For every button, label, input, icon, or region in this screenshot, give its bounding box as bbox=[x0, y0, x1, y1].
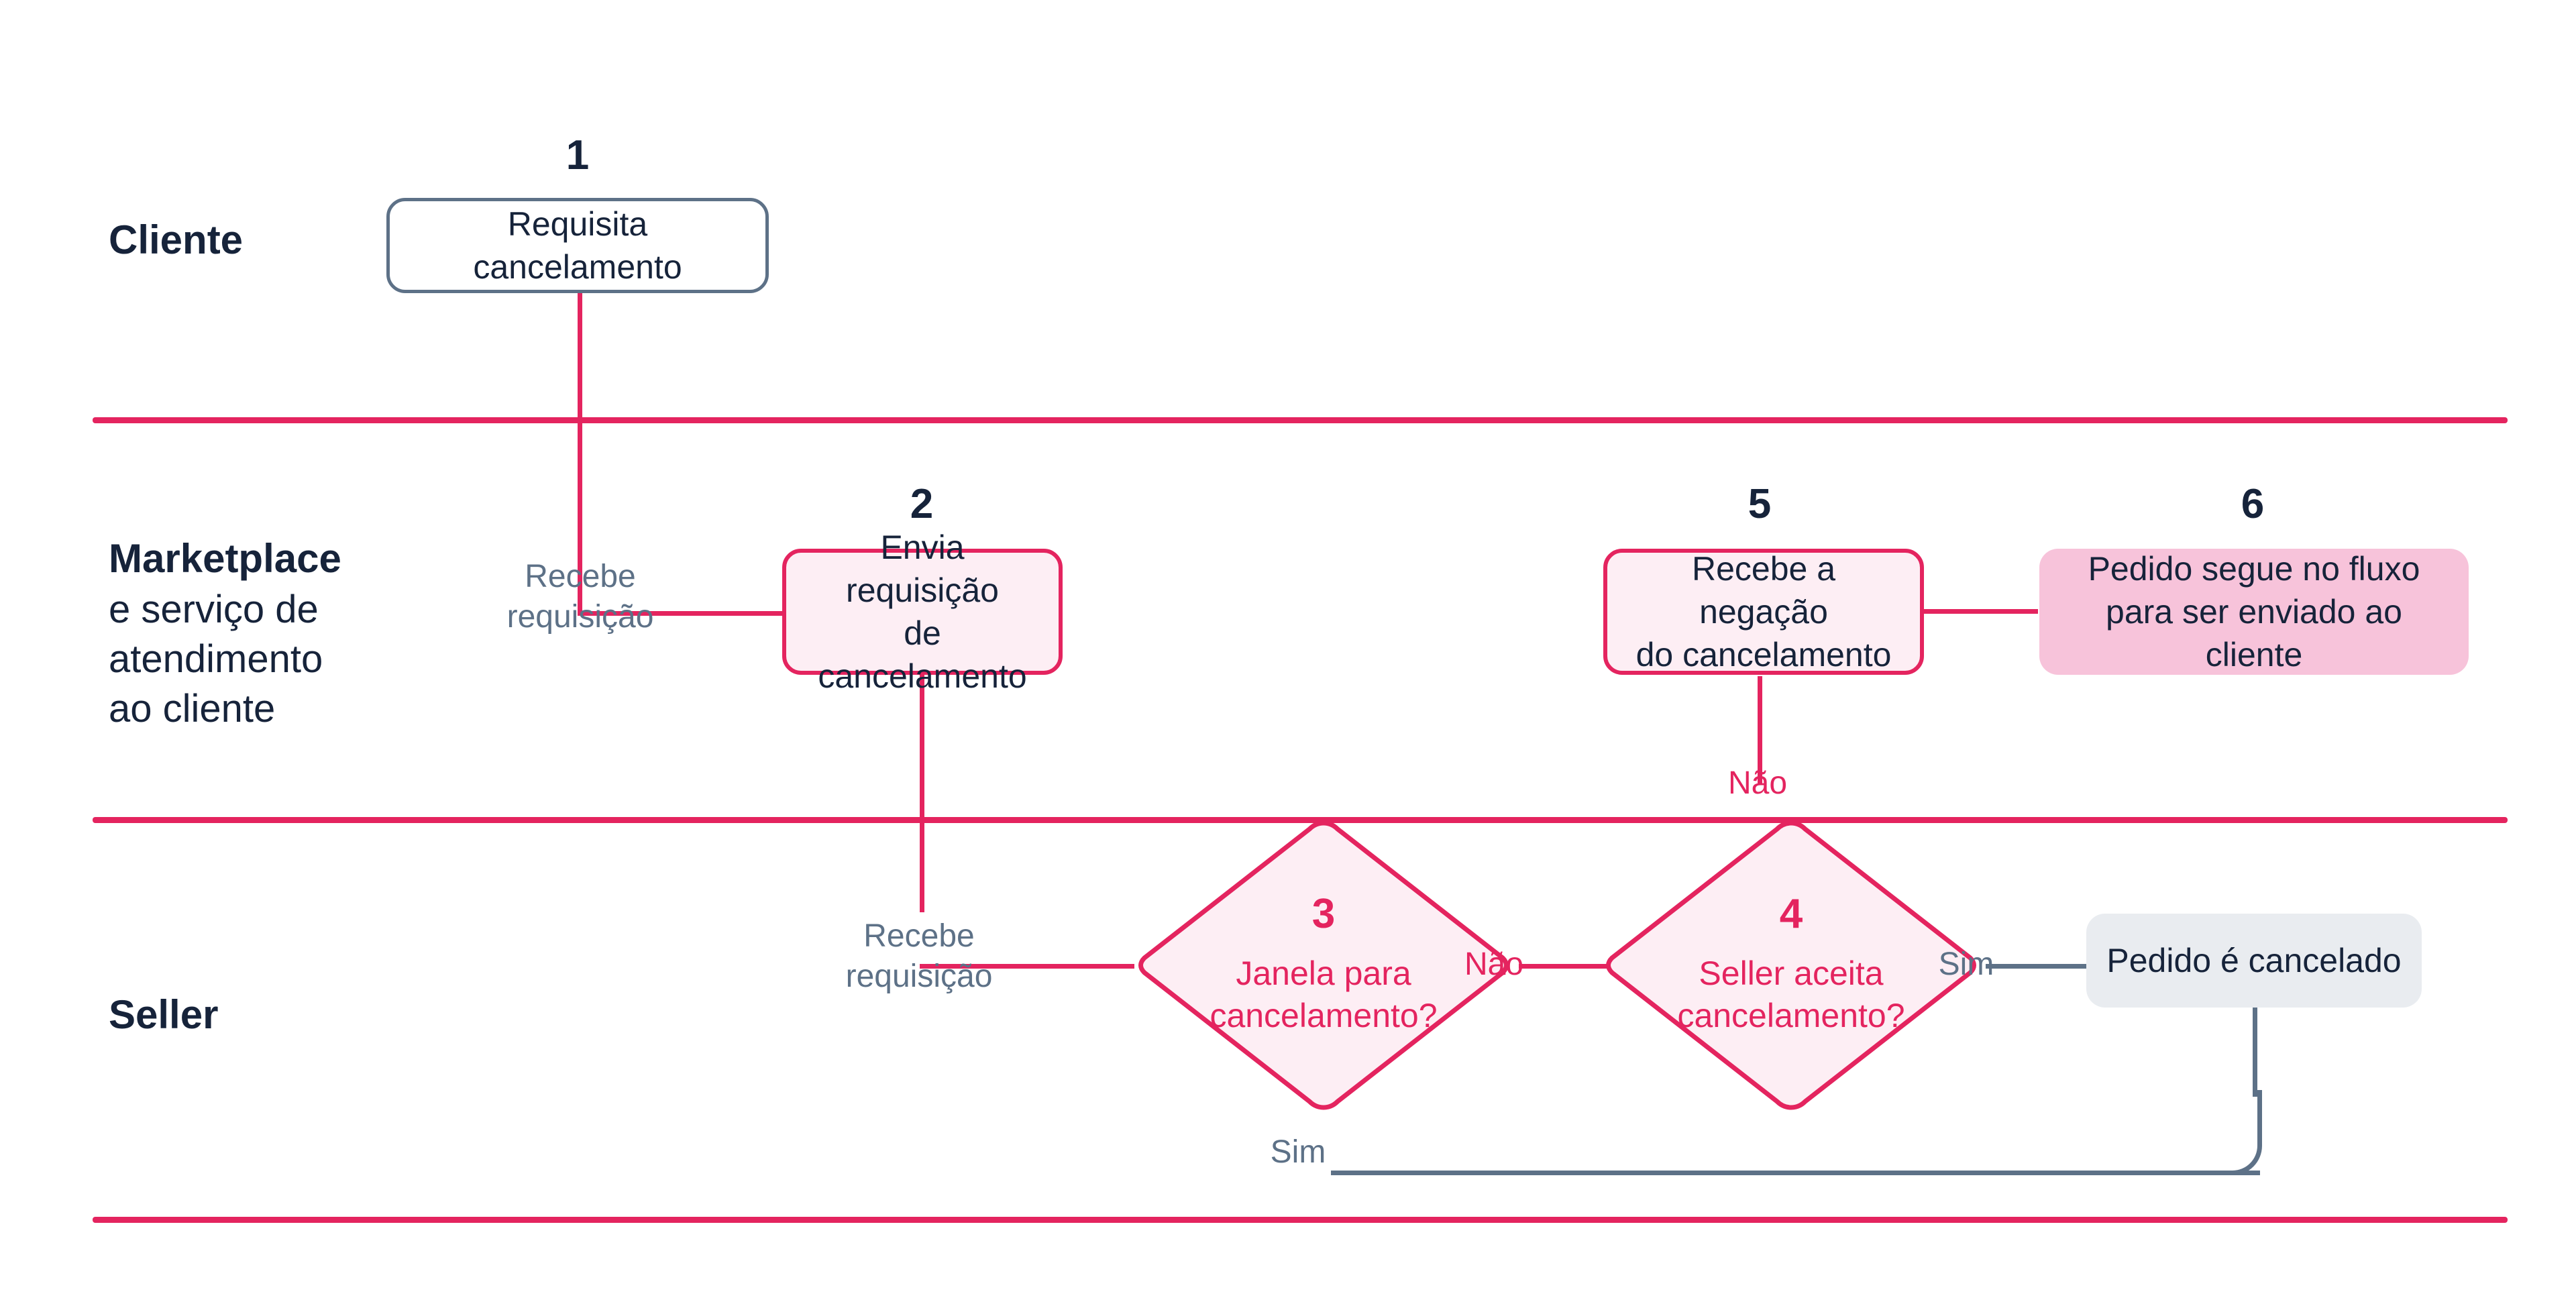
lane-title-marketplace-strong: Marketplace bbox=[109, 536, 341, 581]
edge-label-sim-n3-n7: Sim bbox=[1270, 1134, 1326, 1170]
connector-n3-to-n4 bbox=[1519, 964, 1653, 969]
node-pedido-segue-fluxo[interactable]: Pedido segue no fluxo para ser enviado a… bbox=[2039, 549, 2469, 675]
node-label-1: Requisita cancelamento bbox=[473, 205, 682, 286]
edge-label-nao-n4-n5: Não bbox=[1727, 765, 1788, 801]
node-label-2: Envia requisição de cancelamento bbox=[818, 529, 1027, 695]
lane-title-marketplace: Marketplace e serviço de atendimento ao … bbox=[109, 533, 341, 735]
lane-divider-bottom bbox=[93, 1217, 2508, 1223]
lane-title-cliente: Cliente bbox=[109, 215, 243, 266]
lane-divider-marketplace-seller bbox=[93, 817, 2508, 823]
connector-n7-down bbox=[2253, 976, 2257, 1097]
connector-n4-to-n5 bbox=[1758, 676, 1762, 783]
node-pedido-e-cancelado[interactable]: Pedido é cancelado bbox=[2086, 914, 2422, 1008]
node-label-7: Pedido é cancelado bbox=[2106, 942, 2402, 979]
diamond-shape bbox=[1606, 820, 1976, 1110]
connector-n7-elbow bbox=[2184, 1090, 2262, 1175]
connector-n4-to-n7 bbox=[1986, 964, 2086, 969]
connector-n5-to-n6 bbox=[1923, 609, 2038, 614]
node-label-6: Pedido segue no fluxo para ser enviado a… bbox=[2088, 550, 2420, 673]
connector-n2-to-n3 bbox=[920, 964, 1134, 969]
diamond-shape bbox=[1138, 820, 1509, 1110]
lane-divider-cliente-marketplace bbox=[93, 417, 2508, 423]
node-envia-requisicao[interactable]: Envia requisição de cancelamento bbox=[782, 529, 1063, 695]
lane-title-seller-strong: Seller bbox=[109, 992, 219, 1037]
edge-label-recebe-requisicao-2: Recebe requisição bbox=[845, 918, 993, 994]
connector-n1-to-n2 bbox=[578, 611, 782, 616]
node-number-2: 2 bbox=[910, 481, 934, 527]
node-label-5: Recebe a negação do cancelamento bbox=[1635, 550, 1892, 673]
connector-n1-down bbox=[578, 293, 582, 615]
lane-title-marketplace-rest: e serviço de atendimento ao cliente bbox=[109, 587, 323, 731]
node-seller-aceita-cancelamento[interactable]: 4 Seller aceita cancelamento? bbox=[1597, 814, 1986, 1117]
node-requisita-cancelamento[interactable]: Requisita cancelamento bbox=[386, 198, 769, 293]
connector-n2-down bbox=[920, 674, 924, 912]
edge-label-recebe-requisicao-1: Recebe requisição bbox=[506, 559, 654, 635]
node-number-1: 1 bbox=[566, 132, 590, 178]
lane-title-cliente-strong: Cliente bbox=[109, 217, 244, 262]
node-recebe-negacao[interactable]: Recebe a negação do cancelamento bbox=[1603, 549, 1924, 675]
node-number-6: 6 bbox=[2241, 481, 2265, 527]
lane-title-seller: Seller bbox=[109, 989, 218, 1041]
edge-label-nao-n3-n4: Não bbox=[1464, 946, 1524, 982]
node-number-5: 5 bbox=[1748, 481, 1772, 527]
edge-label-sim-n4-n7: Sim bbox=[1938, 946, 1994, 982]
connector-n3-sim-bottom bbox=[1331, 1171, 2260, 1175]
